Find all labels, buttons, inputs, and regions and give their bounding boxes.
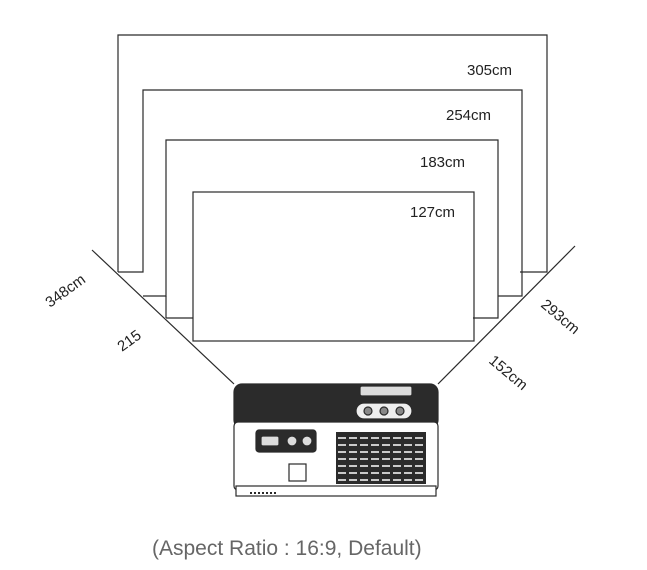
screen-254 — [118, 89, 523, 297]
screen-label-305: 305cm — [467, 62, 512, 79]
vent-slots — [338, 437, 424, 481]
vent-grille — [336, 432, 426, 484]
screen-305 — [117, 34, 548, 273]
distance-label-right-near: 152cm — [485, 352, 530, 394]
screen-183 — [143, 139, 499, 319]
screen-127 — [192, 191, 475, 342]
projection-ray-right — [437, 245, 576, 385]
distance-label-left-near: 215 — [114, 327, 144, 355]
screen-label-127: 127cm — [410, 204, 455, 221]
screen-label-183: 183cm — [420, 154, 465, 171]
screen-label-254: 254cm — [446, 107, 491, 124]
aspect-ratio-caption: (Aspect Ratio : 16:9, Default) — [152, 537, 422, 560]
distance-label-right-far: 293cm — [537, 296, 582, 338]
distance-label-left-far: 348cm — [42, 271, 88, 311]
projection-ray-left — [91, 249, 235, 385]
